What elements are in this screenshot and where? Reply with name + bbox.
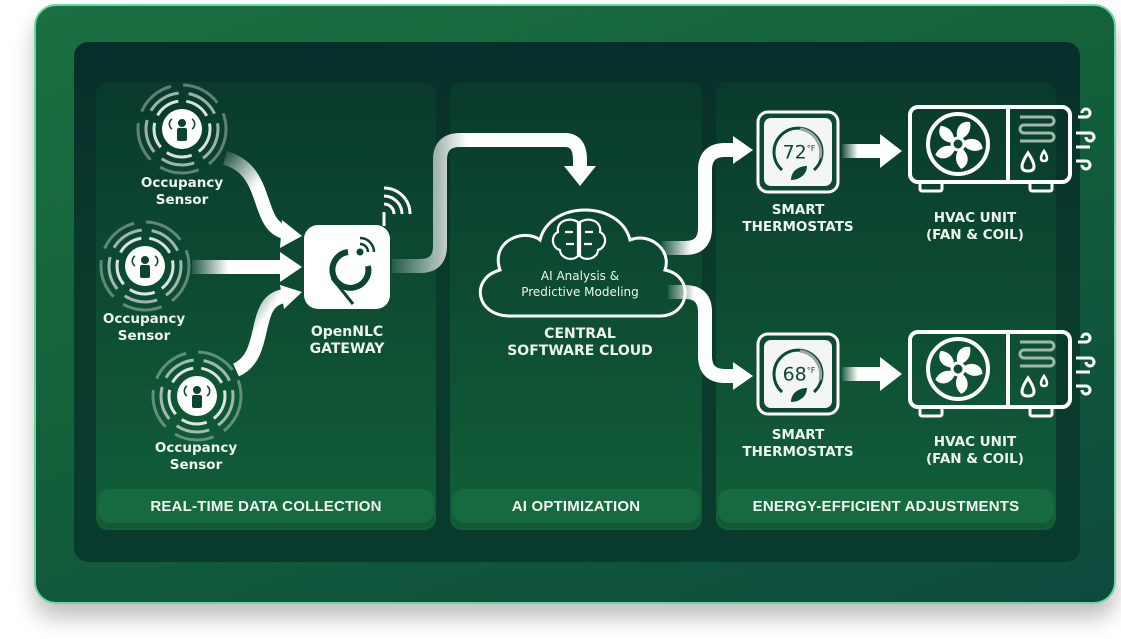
brain-icon [551,218,607,260]
sensor-label: Occupancy Sensor [141,440,251,474]
thermostat-label-line1: SMART [771,202,825,218]
thermostat-temp: 72°F [778,140,820,164]
thermostat-label: SMART THERMOSTATS [733,202,863,236]
occupancy-sensor-icon [136,83,228,175]
hvac-label: HVAC UNIT (FAN & COIL) [910,210,1040,244]
cloud-label: CENTRAL SOFTWARE CLOUD [480,326,680,360]
gateway-label: OpenNLC GATEWAY [287,324,407,358]
wifi-icon [383,186,412,215]
temp-unit: °F [806,366,816,375]
thermostat-label-line2: THERMOSTATS [742,444,854,460]
arrow-icon [392,133,587,273]
thermostat-label-line2: THERMOSTATS [742,219,854,235]
sensor-label-line1: Occupancy [154,440,238,456]
arrow-icon [662,143,735,255]
arrow-icon [842,144,882,158]
stage-label-ai-optimization: AI OPTIMIZATION [452,489,700,523]
sensor-label-line1: Occupancy [102,311,186,327]
hvac-unit-icon [908,105,1096,193]
cloud-label-line2: SOFTWARE CLOUD [507,343,653,359]
thermostat-label-line1: SMART [771,427,825,443]
thermostat-temp: 68°F [778,362,820,386]
sensor-label-line2: Sensor [155,192,209,208]
stage-label-data-collection: REAL-TIME DATA COLLECTION [98,489,434,523]
cloud-icon [478,208,687,318]
sensor-label-line2: Sensor [117,328,171,344]
occupancy-sensor-icon [151,350,243,442]
hvac-unit-icon [908,330,1096,418]
arrow-icon [232,289,287,377]
cloud-inner-line2: Predictive Modeling [521,285,639,299]
temp-unit: °F [806,144,816,153]
gateway-label-line2: GATEWAY [309,341,385,357]
thermostat-label: SMART THERMOSTATS [733,427,863,461]
hvac-label-line2: (FAN & COIL) [926,227,1024,243]
temp-value: 68 [782,363,807,386]
arrow-icon [668,285,735,383]
cloud-label-line1: CENTRAL [544,326,616,342]
arrow-icon [192,260,282,274]
temp-value: 72 [782,141,807,164]
sensor-label-line1: Occupancy [140,175,224,191]
hvac-label-line1: HVAC UNIT [933,210,1017,226]
sensor-label: Occupancy Sensor [127,175,237,209]
arrow-icon [842,367,882,381]
hvac-label-line2: (FAN & COIL) [926,451,1024,467]
stage-label-adjustments: ENERGY-EFFICIENT ADJUSTMENTS [718,489,1054,523]
gateway-label-line1: OpenNLC [310,324,384,340]
occupancy-sensor-icon [99,220,191,312]
arrow-icon [222,151,288,239]
hvac-label-line1: HVAC UNIT [933,434,1017,450]
sensor-label-line2: Sensor [169,457,223,473]
cloud-inner-line1: AI Analysis & [540,269,620,283]
sensor-label: Occupancy Sensor [89,311,199,345]
gateway-icon [304,186,412,309]
cloud-inner-label: AI Analysis & Predictive Modeling [490,268,670,300]
hvac-label: HVAC UNIT (FAN & COIL) [910,434,1040,468]
